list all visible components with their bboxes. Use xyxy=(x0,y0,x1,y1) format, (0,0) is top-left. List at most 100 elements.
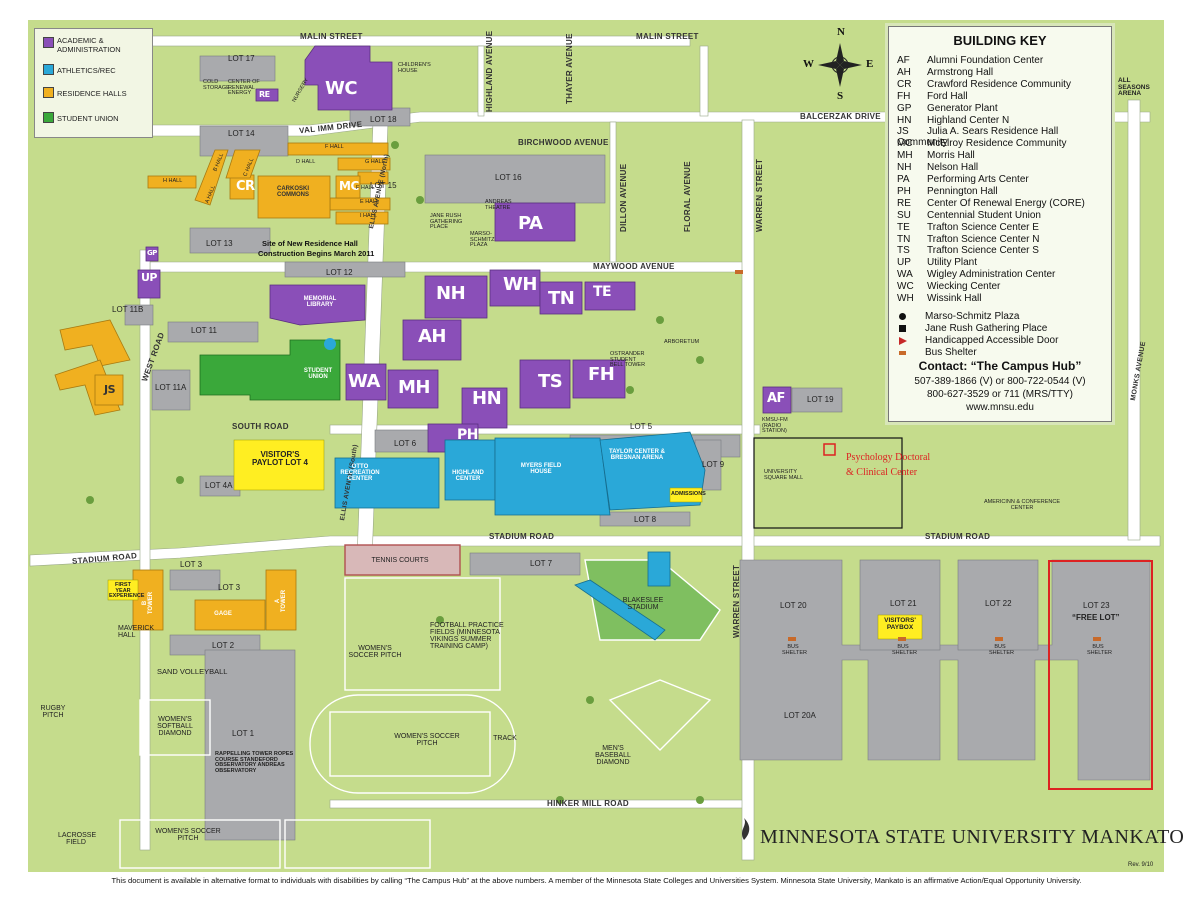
msu-flame-icon xyxy=(742,818,750,840)
psychology-annotation: Psychology Doctoral & Clinical Center xyxy=(846,450,930,480)
contact-line-2: 800-627-3529 or 711 (MRS/TTY) xyxy=(927,389,1073,400)
compass-e: E xyxy=(866,58,874,70)
building-key-abbr: SU xyxy=(897,209,911,221)
legend-label-athletics: ATHLETICS/REC xyxy=(57,66,116,75)
building-key-name: Trafton Science Center N xyxy=(927,233,1040,245)
building-hn xyxy=(461,387,508,429)
label-site-new-hall-1: Site of New Residence Hall xyxy=(262,239,358,248)
label-visitors-paybox: VISITORS' PAYBOX xyxy=(884,617,916,631)
building-myers xyxy=(494,437,611,516)
athletic-fields xyxy=(119,544,721,869)
label-visitors-paylot: VISITOR'S PAYLOT LOT 4 xyxy=(251,450,308,467)
label-blakeslee: BLAKESLEE STADIUM xyxy=(622,597,664,611)
road-label-highland: HIGHLAND AVENUE xyxy=(485,30,494,112)
bld-js: JS xyxy=(104,383,116,396)
building-key-abbr: WA xyxy=(897,269,913,281)
fountain xyxy=(324,338,336,350)
academic-buildings xyxy=(137,45,792,453)
lot-3a: LOT 3 xyxy=(180,560,203,569)
building-nh xyxy=(424,275,488,319)
label-d-hall: D HALL xyxy=(296,159,316,165)
building-key-entry: SU Centennial Student Union xyxy=(897,210,1041,221)
lot-12: LOT 12 xyxy=(326,268,353,277)
msu-logo-text: MINNESOTA STATE UNIVERSITY MANKATO xyxy=(760,826,1185,848)
road-label-malin-w: MALIN STREET xyxy=(300,32,363,41)
building-key-name: Utility Plant xyxy=(927,257,978,269)
road-label-balcerzak: BALCERZAK DRIVE xyxy=(800,112,881,121)
lot-23: LOT 23 xyxy=(1083,601,1110,610)
blakeslee-press xyxy=(647,551,671,587)
building-key-abbr: CR xyxy=(897,78,912,90)
bld-mc: MC xyxy=(339,179,359,193)
label-kmsu: KMSU-FM (RADIO STATION) xyxy=(762,417,788,434)
label-carkoski: CARKOSKI COMMONS xyxy=(276,186,309,198)
label-otto: OTTO RECREATION CENTER xyxy=(340,464,380,482)
building-key-name: Morris Hall xyxy=(927,150,975,162)
building-key-name: Julia A. Sears Residence Hall Community xyxy=(897,126,1059,149)
label-marso: MARSO-SCHMITZ PLAZA xyxy=(470,231,495,248)
legend-label-academic-2: ADMINISTRATION xyxy=(57,45,121,54)
label-track: TRACK xyxy=(493,735,517,742)
legend-swatch-athletics xyxy=(43,64,54,75)
building-wa xyxy=(345,363,387,401)
building-key-name: Performing Arts Center xyxy=(927,174,1029,185)
legend-label-union: STUDENT UNION xyxy=(57,114,119,123)
lot-8: LOT 8 xyxy=(634,515,657,524)
building-key-abbr: MC xyxy=(897,138,913,150)
label-h-hall: H HALL xyxy=(163,178,183,184)
label-cold-storage: COLD STORAGE xyxy=(203,79,230,91)
road-label-stadium-c: STADIUM ROAD xyxy=(489,532,555,541)
building-te xyxy=(584,281,636,311)
bld-ah: AH xyxy=(418,326,447,347)
lot-1: LOT 1 xyxy=(232,729,255,738)
building-key-name: Center Of Renewal Energy (CORE) xyxy=(927,197,1085,209)
bld-wc: WC xyxy=(325,78,358,99)
bld-hn: HN xyxy=(472,388,502,409)
road-label-hinker: HINKER MILL ROAD xyxy=(547,799,629,808)
label-memorial-library: MEMORIAL LIBRARY xyxy=(303,296,337,308)
building-key-abbr: PH xyxy=(897,185,911,197)
label-f-hall-left: F HALL xyxy=(356,185,375,191)
road-label-dillon: DILLON AVENUE xyxy=(619,163,628,232)
lot-6: LOT 6 xyxy=(394,439,417,448)
label-sand-volleyball: SAND VOLLEYBALL xyxy=(157,667,228,676)
gathering-square-icon xyxy=(899,325,906,332)
bld-te: TE xyxy=(593,284,612,300)
label-first-year: FIRST YEAR EXPERIENCE xyxy=(109,582,145,599)
bld-af: AF xyxy=(767,391,785,406)
label-ostrander: OSTRANDER STUDENT BELL TOWER xyxy=(610,351,646,368)
building-key-abbr: PA xyxy=(897,174,910,185)
parking-lots xyxy=(124,55,1151,841)
lot-22: LOT 22 xyxy=(985,599,1012,608)
revision-label: Rev. 9/10 xyxy=(1128,862,1154,868)
building-key-entry: PA Performing Arts Center xyxy=(897,174,1029,185)
building-key-title: BUILDING KEY xyxy=(953,33,1047,48)
building-key-abbr: TE xyxy=(897,221,910,233)
psychology-line-1: Psychology Doctoral xyxy=(846,452,931,463)
road-label-warren-s: WARREN STREET xyxy=(732,564,741,638)
building-key-name: Crawford Residence Community xyxy=(927,78,1071,90)
label-myers: MYERS FIELD HOUSE xyxy=(520,463,562,475)
label-a-tower: A TOWER xyxy=(275,589,287,613)
building-key-name: Centennial Student Union xyxy=(927,209,1041,221)
contact-block: Contact: “The Campus Hub” 507-389-1866 (… xyxy=(889,359,1111,413)
label-baseball: MEN'S BASEBALL DIAMOND xyxy=(595,745,631,766)
label-americinn: AMERICINN & CONFERENCE CENTER xyxy=(983,499,1061,511)
trees xyxy=(86,141,704,804)
building-gp xyxy=(145,246,159,262)
building-key-name: Trafton Science Center S xyxy=(927,245,1039,257)
free-lot-outline xyxy=(1048,560,1153,790)
lot-5: LOT 5 xyxy=(630,422,653,431)
label-admissions: ADMISSIONS xyxy=(671,491,706,497)
building-key-symbol-label: Bus Shelter xyxy=(925,347,977,358)
bld-tn: TN xyxy=(548,288,575,309)
building-key-abbr: MH xyxy=(897,150,913,162)
label-lacrosse: LACROSSE FIELD xyxy=(58,832,97,846)
